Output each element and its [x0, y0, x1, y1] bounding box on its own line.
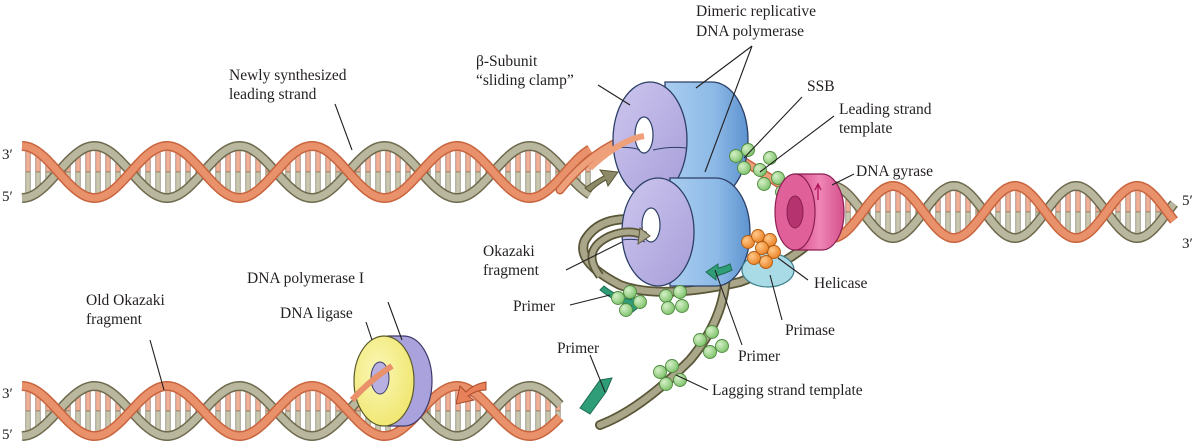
- lagging-direction-arrow: [455, 381, 487, 405]
- ssb-bead: [763, 151, 777, 165]
- end-label-top-5prime: 5′: [2, 189, 13, 205]
- helicase-subunit: [755, 241, 769, 255]
- dna-gyrase: [774, 173, 845, 251]
- ssb-bead: [675, 299, 689, 313]
- ssb-bead: [757, 177, 771, 191]
- helicase-subunit: [759, 255, 773, 269]
- label-okazaki-fragment: Okazaki fragment: [483, 243, 540, 279]
- ssb-bead: [611, 291, 625, 305]
- dna-helix-parental-leading: [21, 140, 593, 204]
- label-helicase: Helicase: [814, 275, 867, 292]
- label-primer-center: Primer: [738, 348, 781, 365]
- label-beta-subunit: β-Subunit “sliding clamp”: [476, 53, 574, 89]
- ssb-bead: [659, 289, 673, 303]
- label-dna-ligase: DNA ligase: [280, 305, 353, 322]
- ssb-bead: [705, 325, 719, 339]
- ssb-bead: [703, 345, 717, 359]
- ssb-bead: [673, 285, 687, 299]
- primer-center-shape: [705, 263, 733, 282]
- ssb-bead: [715, 339, 729, 353]
- ssb-proteins: [611, 143, 789, 391]
- strand-green: [21, 382, 563, 440]
- ssb-bead: [661, 301, 675, 315]
- dna-helix-parental-unreplicated: [831, 180, 1178, 244]
- ssb-bead: [665, 359, 679, 373]
- label-primer-bottom: Primer: [557, 340, 600, 357]
- label-dna-gyrase: DNA gyrase: [856, 163, 933, 180]
- label-primase: Primase: [785, 322, 835, 339]
- ssb-bead: [771, 171, 785, 185]
- dna-helix-lagging-product: [21, 380, 564, 442]
- dna-ligase: [353, 335, 415, 427]
- helicase: [741, 229, 781, 269]
- ssb-bead: [737, 161, 751, 175]
- label-primer-left: Primer: [513, 298, 556, 315]
- ssb-bead: [741, 143, 755, 157]
- strand-orange: [21, 142, 592, 202]
- end-label-right-3prime: 3′: [1182, 236, 1193, 252]
- beta-clamp-top: [612, 81, 688, 199]
- label-dna-polymerase-1: DNA polymerase I: [247, 270, 364, 287]
- leading-direction-arrow: [584, 169, 619, 193]
- ssb-bead: [623, 285, 637, 299]
- end-label-right-5prime: 5′: [1182, 193, 1193, 209]
- ssb-bead: [659, 377, 673, 391]
- label-lagging-strand-template: Lagging strand template: [712, 382, 863, 399]
- strand-green: [831, 182, 1177, 242]
- ssb-bead: [753, 163, 767, 177]
- label-ssb: SSB: [807, 78, 835, 95]
- label-leading-strand-template: Leading strand template: [839, 101, 935, 137]
- ssb-bead: [653, 365, 667, 379]
- helicase-subunit: [751, 229, 765, 243]
- label-old-okazaki-fragment: Old Okazaki fragment: [86, 292, 169, 328]
- end-label-bottom-5prime: 5′: [2, 427, 13, 442]
- ssb-bead: [729, 149, 743, 163]
- ssb-bead: [673, 373, 687, 387]
- helicase-subunit: [747, 251, 761, 265]
- end-label-bottom-3prime: 3′: [2, 386, 13, 402]
- ssb-bead: [633, 295, 647, 309]
- label-dimeric-polymerase: Dimeric replicative DNA polymerase: [696, 3, 820, 40]
- primer-bottom-shape: [579, 377, 613, 415]
- end-label-top-3prime: 3′: [2, 147, 13, 163]
- strand-orange: [831, 182, 1177, 242]
- label-leading-strand: Newly synthesized leading strand: [229, 67, 350, 103]
- leader-lines: [149, 45, 855, 393]
- ssb-bead: [693, 333, 707, 347]
- ssb-bead: [619, 303, 633, 317]
- dimeric-polymerase-bottom: [669, 177, 751, 287]
